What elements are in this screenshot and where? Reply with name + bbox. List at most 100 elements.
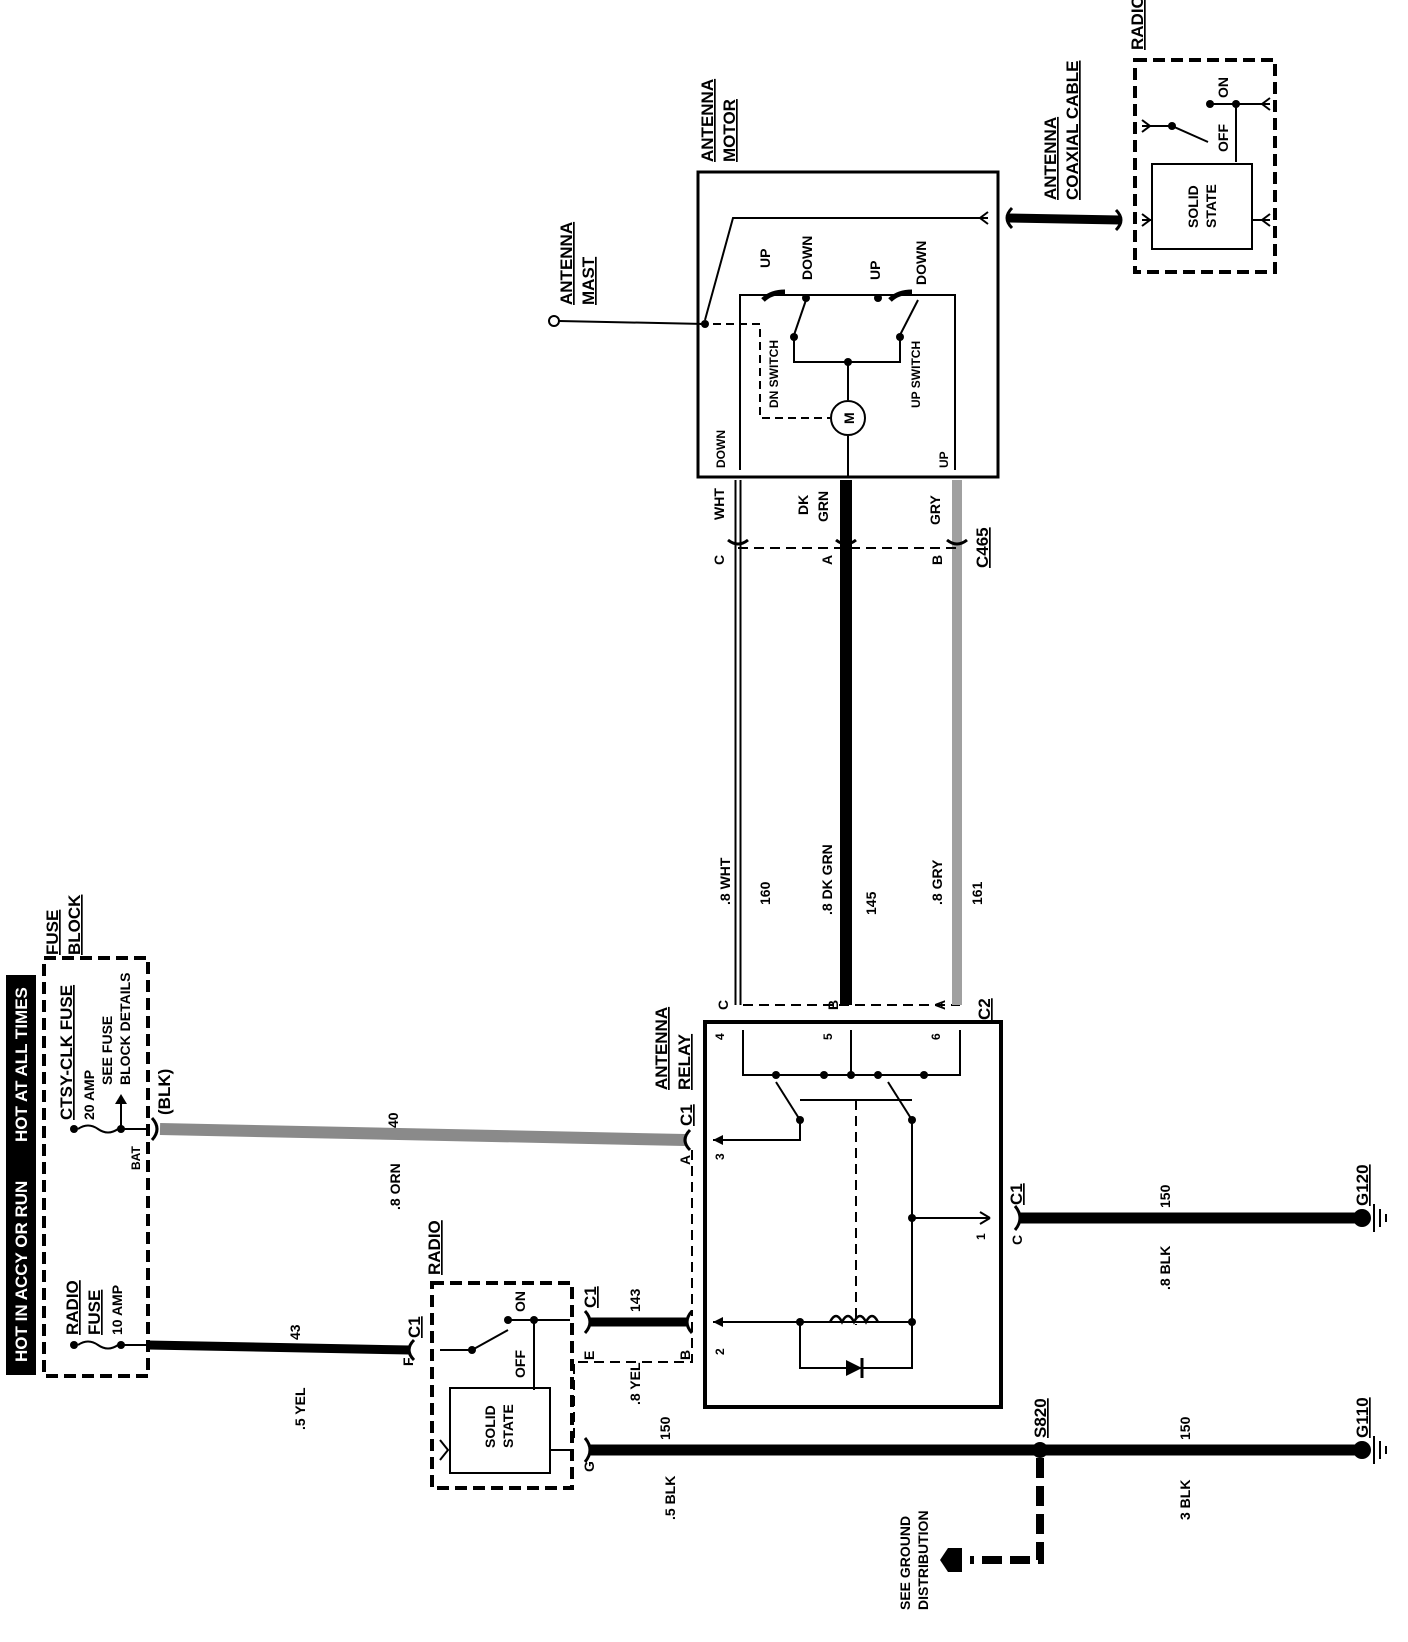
motor-up-switch: UP SWITCH: [909, 341, 923, 408]
wire-145-circuit: 145: [863, 891, 879, 915]
wire-143-conn: C1: [581, 1286, 600, 1308]
radio-upper-on: ON: [1215, 77, 1231, 98]
radio-relay-dashed-link: [573, 1310, 693, 1438]
wire-43-label: .5 YEL: [292, 1387, 308, 1430]
wire-43: 43 .5 YEL: [147, 1324, 416, 1430]
wire-145: .8 DK GRN 145 DK GRN: [795, 480, 879, 1005]
radio-lower-solid-2: STATE: [500, 1404, 516, 1448]
coax-label-1: ANTENNA: [1041, 117, 1060, 200]
hot-label-all-times: HOT AT ALL TIMES: [6, 975, 36, 1150]
fuse-block: FUSE BLOCK CTSY-CLK FUSE 20 AMP SEE FUSE…: [42, 894, 174, 1378]
ctsy-fuse-label: CTSY-CLK FUSE: [57, 985, 76, 1120]
wire-150b-label: 3 BLK: [1177, 1480, 1193, 1520]
c465-pin-b: B: [929, 555, 945, 565]
see-fuse-1: SEE FUSE: [99, 1016, 115, 1085]
wire-161-top: GRY: [927, 495, 943, 525]
wire-145-top-2: GRN: [815, 491, 831, 522]
relay-t5: 5: [821, 1033, 835, 1040]
fuse-block-title-2: BLOCK: [65, 894, 84, 955]
see-fuse-2: BLOCK DETAILS: [117, 972, 133, 1085]
radio-fuse-label-1: RADIO: [63, 1280, 82, 1335]
radio-lower-off: OFF: [512, 1350, 528, 1378]
relay-c2-label: C2: [975, 998, 994, 1020]
g120-label: G120: [1353, 1164, 1372, 1206]
antenna-motor: ANTENNA MOTOR DOWN UP M UP DOWN UP DOWN …: [696, 79, 1000, 479]
relay-pin-c-label: C: [1009, 1235, 1025, 1245]
see-ground-1: SEE GROUND: [897, 1516, 913, 1610]
radio-upper-solid-1: SOLID: [1185, 185, 1201, 228]
wire-150b: 150 3 BLK G110: [1040, 1397, 1387, 1520]
c465-label: C465: [973, 527, 992, 568]
relay-c1b-label: C1: [1007, 1183, 1026, 1205]
radio-lower-title: RADIO: [425, 1220, 444, 1275]
fuse-block-title-1: FUSE: [43, 910, 62, 955]
motor-up-1: UP: [757, 249, 773, 268]
motor-up-side: UP: [937, 451, 951, 468]
relay-c2-pin-c: C: [715, 1000, 731, 1010]
relay-c2-connector: C B A C2: [715, 998, 994, 1020]
wire-160-top: WHT: [711, 488, 727, 520]
radio-upper: RADIO ON OFF SOLID STATE: [1128, 0, 1277, 274]
see-ground-2: DISTRIBUTION: [915, 1510, 931, 1610]
motor-dn-switch: DN SWITCH: [767, 340, 781, 408]
wire-40: 40 .8 ORN: [150, 1112, 692, 1210]
radio-lower-conn: C1: [405, 1316, 424, 1338]
radio-fuse-amp: 10 AMP: [109, 1285, 125, 1335]
wire-150a: 150 .5 BLK: [583, 1416, 1040, 1520]
s820-label: S820: [1031, 1398, 1050, 1438]
relay-c2-pin-a: A: [932, 1000, 948, 1010]
ctsy-fuse-amp: 20 AMP: [81, 1070, 97, 1120]
motor-title-1: ANTENNA: [698, 79, 717, 162]
relay-title-1: ANTENNA: [652, 1007, 671, 1090]
radio-upper-off: OFF: [1215, 124, 1231, 152]
wire-143-label: .8 YEL: [627, 1362, 643, 1405]
relay-title-2: RELAY: [675, 1033, 694, 1090]
radio-lower-solid-1: SOLID: [482, 1405, 498, 1448]
blk-label: (BLK): [155, 1069, 174, 1115]
wire-40-circuit: 40: [385, 1112, 401, 1128]
relay-t6: 6: [929, 1033, 943, 1040]
c465-pin-a: A: [819, 555, 835, 565]
wire-145-label: .8 DK GRN: [819, 844, 835, 915]
mast-label-1: ANTENNA: [557, 222, 576, 305]
wire-161: .8 GRY 161 GRY: [927, 480, 985, 1005]
g110-label: G110: [1353, 1397, 1372, 1438]
relay-t1: 1: [974, 1233, 988, 1240]
motor-down-1: DOWN: [799, 236, 815, 280]
motor-title-2: MOTOR: [720, 99, 739, 162]
motor-symbol-m: M: [841, 412, 857, 424]
hot-label-accy-run: HOT IN ACCY OR RUN: [6, 1145, 36, 1375]
bat-label: BAT: [129, 1146, 143, 1170]
wire-161-circuit: 161: [969, 881, 985, 905]
radio-upper-title: RADIO: [1128, 0, 1147, 50]
wire-150c-circuit: 150: [1157, 1184, 1173, 1208]
wire-143: 143 .8 YEL C1: [581, 1286, 694, 1405]
mast-label-2: MAST: [579, 256, 598, 305]
coax-label-2: COAXIAL CABLE: [1063, 61, 1082, 200]
radio-lower-pin-g: G: [581, 1461, 597, 1472]
radio-lower-pin-f: F: [400, 1357, 416, 1366]
wire-150c: 150 .8 BLK G120 C1 C: [1007, 1164, 1387, 1290]
radio-lower-pin-e: E: [581, 1351, 597, 1360]
wire-150c-label: .8 BLK: [1157, 1246, 1173, 1290]
relay-c2-pin-b: B: [825, 1000, 841, 1010]
hot-all-times-text: HOT AT ALL TIMES: [12, 987, 31, 1142]
radio-upper-solid-2: STATE: [1203, 184, 1219, 228]
c465-pin-c: C: [711, 555, 727, 565]
antenna-mast: ANTENNA MAST: [548, 222, 709, 328]
wire-145-top-1: DK: [795, 495, 811, 515]
wire-160: .8 WHT 160 WHT: [711, 480, 773, 1005]
wire-43-circuit: 43: [287, 1324, 303, 1340]
wire-150a-circuit: 150: [657, 1416, 673, 1440]
wire-160-label: .8 WHT: [717, 857, 733, 905]
coaxial-cable: ANTENNA COAXIAL CABLE: [1005, 61, 1123, 232]
antenna-relay: ANTENNA RELAY C1 A B 3 2 1 4 5 6: [652, 1007, 1003, 1409]
relay-c1-label: C1: [677, 1104, 696, 1126]
wire-150b-circuit: 150: [1177, 1416, 1193, 1440]
relay-t3: 3: [713, 1153, 727, 1160]
radio-lower: RADIO F C1 ON OFF SOLID STATE E G: [400, 1220, 597, 1490]
relay-pin-a-label: A: [677, 1155, 693, 1165]
relay-pin-b-label: B: [677, 1350, 693, 1360]
splice-s820: S820 SEE GROUND DISTRIBUTION: [897, 1398, 1050, 1610]
